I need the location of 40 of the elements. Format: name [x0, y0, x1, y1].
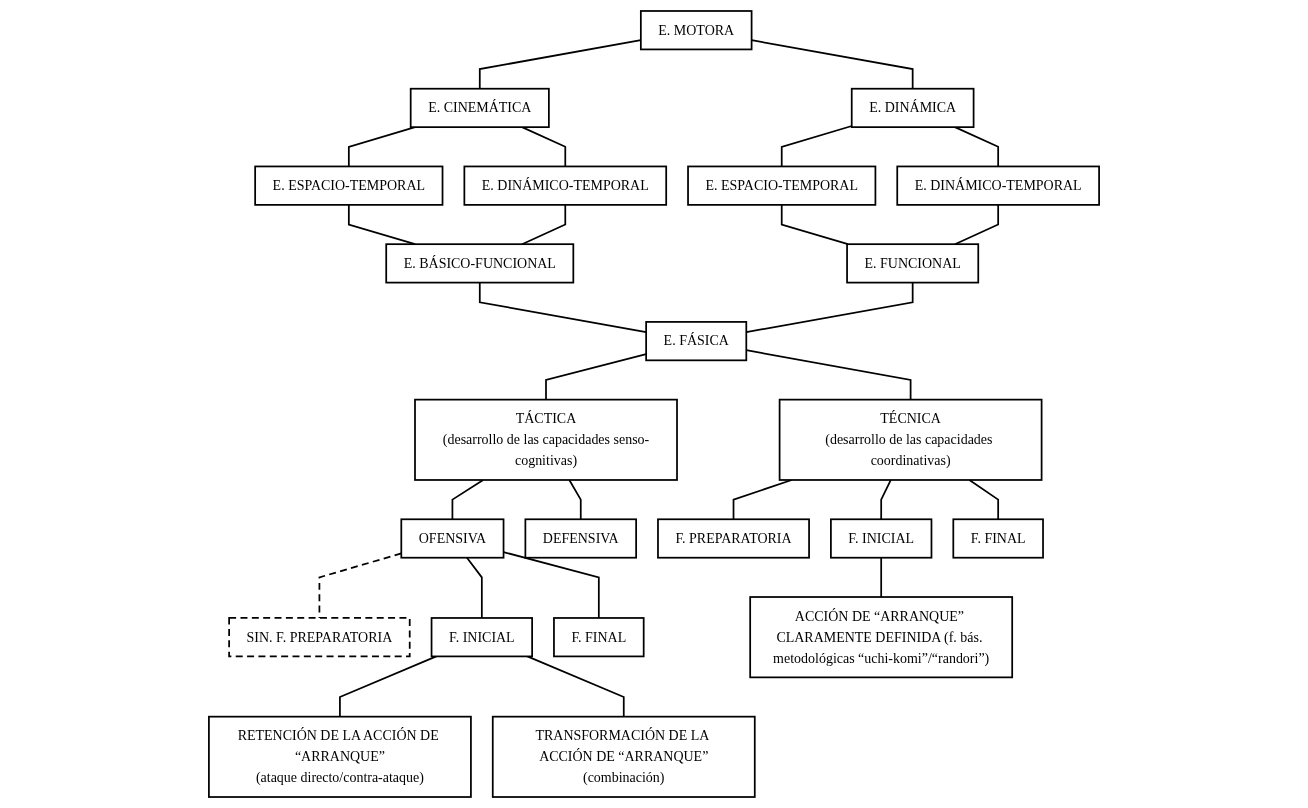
- connector: [780, 204, 849, 246]
- node-box: F. FINAL: [553, 617, 645, 658]
- node-box: E. MOTORA: [639, 10, 753, 51]
- node-box: E. DINÁMICO-TEMPORAL: [463, 165, 668, 206]
- node-box: E. DINÁMICA: [850, 87, 975, 128]
- connector: [880, 479, 892, 521]
- node-box: F. INICIAL: [430, 617, 533, 658]
- node-box: E. ESPACIO-TEMPORAL: [687, 165, 877, 206]
- node-box: E. DINÁMICO-TEMPORAL: [896, 165, 1100, 206]
- connector: [478, 281, 647, 333]
- node-box: ACCIÓN DE “ARRANQUE” CLARAMENTE DEFINIDA (f. bás. metodológicas “uchi-komi”/“randori”): [749, 596, 1014, 679]
- node-box: E. FUNCIONAL: [846, 243, 980, 284]
- node-box: E. BÁSICO-FUNCIONAL: [385, 243, 575, 284]
- node-box: SIN. F. PREPARATORIA: [228, 617, 411, 658]
- node-box: E. CINEMÁTICA: [409, 87, 550, 128]
- node-box: E. FÁSICA: [645, 321, 748, 362]
- node-box: RETENCIÓN DE LA ACCIÓN DE “ARRANQUE” (ataque directo/contra-ataque): [208, 715, 472, 798]
- connector: [339, 655, 438, 718]
- node-box: E. ESPACIO-TEMPORAL: [254, 165, 444, 206]
- node-box: F. FINAL: [952, 518, 1044, 559]
- connector: [968, 479, 1000, 521]
- node-box: F. INICIAL: [830, 518, 933, 559]
- node-box: TÁCTICA (desarrollo de las capacidades senso-cognitivas): [414, 398, 678, 481]
- connector: [780, 125, 853, 168]
- node-box: TRANSFORMACIÓN DE LA ACCIÓN DE “ARRANQUE” (combinación): [491, 715, 756, 798]
- node-box: TÉCNICA (desarrollo de las capacidades coordinativas): [778, 398, 1043, 481]
- node-box: OFENSIVA: [400, 518, 505, 559]
- connector: [466, 556, 483, 619]
- connector: [451, 479, 485, 521]
- node-box: F. PREPARATORIA: [657, 518, 810, 559]
- connector: [545, 353, 647, 401]
- connector: [521, 204, 567, 246]
- node-box: DEFENSIVA: [524, 518, 637, 559]
- connector: [521, 126, 567, 168]
- connector: [732, 479, 793, 521]
- connector: [954, 126, 1000, 168]
- connector: [954, 204, 1000, 246]
- connector: [880, 556, 883, 598]
- connector: [526, 655, 625, 718]
- connector: [568, 479, 582, 521]
